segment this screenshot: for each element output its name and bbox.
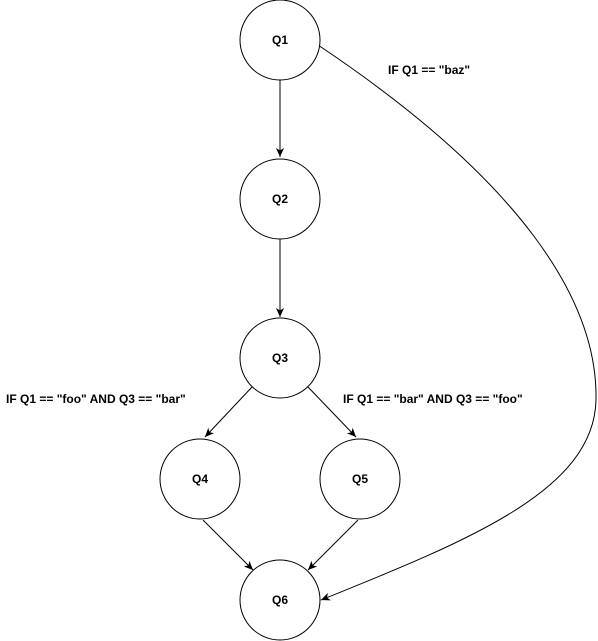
- edge-label-q1-q6: IF Q1 == "baz": [388, 63, 470, 77]
- nodes: Q1 Q2 Q3 Q4 Q5 Q6: [159, 0, 401, 641]
- node-q6: Q6: [239, 559, 321, 641]
- edge-q1-q6: [317, 44, 597, 601]
- node-q5-label: Q5: [352, 472, 368, 486]
- edges: [202, 44, 597, 601]
- node-q2: Q2: [239, 158, 321, 240]
- edge-label-q3-q5: IF Q1 == "bar" AND Q3 == "foo": [343, 392, 523, 406]
- node-q3-label: Q3: [272, 351, 288, 365]
- node-q1-label: Q1: [272, 33, 288, 47]
- node-q6-label: Q6: [272, 593, 288, 607]
- edge-q3-q5: [307, 386, 357, 438]
- node-q4-label: Q4: [192, 472, 208, 486]
- edge-q4-q6: [202, 519, 254, 571]
- node-q4: Q4: [159, 438, 241, 520]
- node-q3: Q3: [239, 317, 321, 399]
- node-q1: Q1: [239, 0, 321, 81]
- node-q5: Q5: [319, 438, 401, 520]
- edge-labels: IF Q1 == "baz" IF Q1 == "foo" AND Q3 == …: [6, 63, 523, 406]
- edge-label-q3-q4: IF Q1 == "foo" AND Q3 == "bar": [6, 392, 186, 406]
- edge-q3-q4: [204, 386, 253, 438]
- edge-q5-q6: [307, 519, 359, 571]
- node-q2-label: Q2: [272, 192, 288, 206]
